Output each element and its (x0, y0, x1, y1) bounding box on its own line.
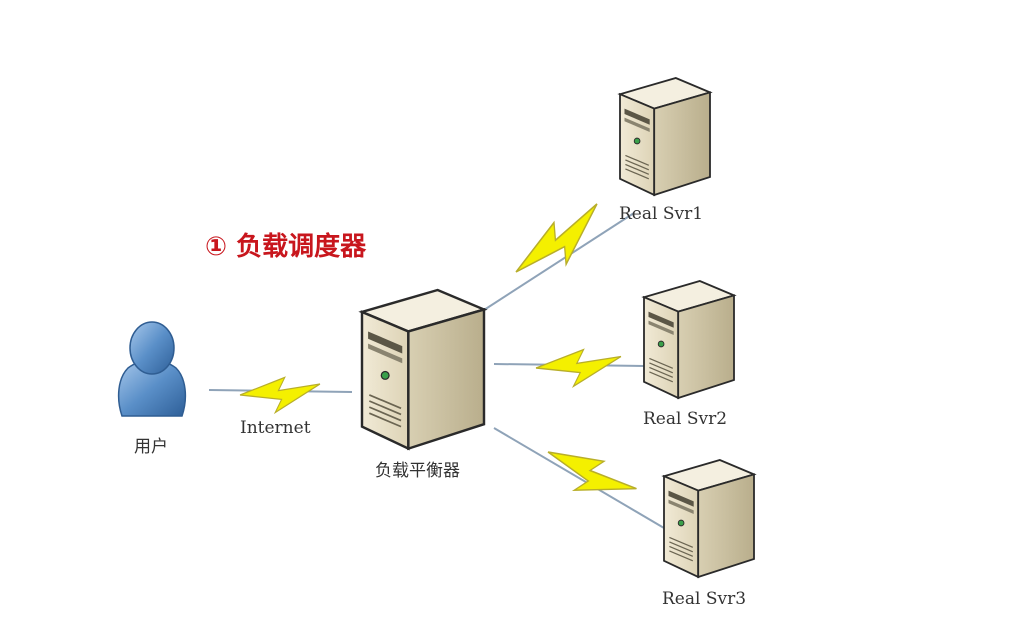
link-balancer-svr1 (483, 212, 635, 311)
link-balancer-svr3 (493, 427, 665, 529)
person-icon (117, 321, 187, 417)
svr2-label: Real Svr2 (643, 409, 728, 429)
svr1-label: Real Svr1 (619, 204, 704, 224)
user-label: 用户 (134, 437, 168, 457)
svr3-label: Real Svr3 (662, 589, 747, 609)
svr1-server-icon (619, 77, 711, 196)
balancer-server-icon (360, 288, 486, 450)
balancer-label: 负载平衡器 (375, 461, 460, 481)
diagram-caption: ① 负载调度器 (205, 232, 367, 262)
svr2-server-icon (643, 280, 735, 399)
internet-label: Internet (240, 418, 311, 438)
svr3-server-icon (663, 459, 755, 578)
